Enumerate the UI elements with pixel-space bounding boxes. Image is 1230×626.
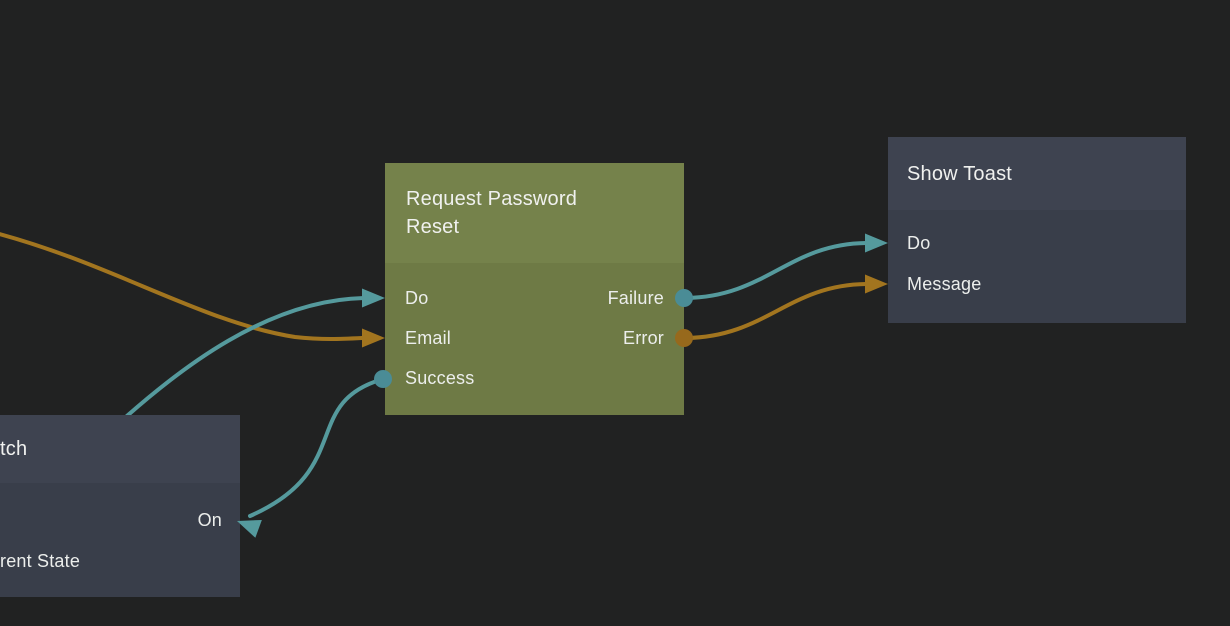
node-request-password-reset[interactable]: Request Password Reset Do Failure Email … — [385, 163, 684, 415]
port-row: Do Failure — [385, 278, 684, 318]
port-current-state[interactable]: rent State — [0, 551, 81, 571]
node-header[interactable]: Request Password Reset — [385, 163, 684, 263]
port-row: Email Error — [385, 318, 684, 358]
node-header[interactable]: tch — [0, 415, 240, 483]
port-on-input[interactable]: On — [197, 510, 222, 530]
port-row: Success — [385, 358, 684, 398]
node-body[interactable]: Do Failure Email Error Success — [385, 263, 684, 415]
node-title: Show Toast — [907, 162, 1013, 185]
node-header[interactable]: Show Toast — [888, 137, 1186, 210]
node-show-toast[interactable]: Show Toast Do Message — [888, 137, 1186, 323]
port-success-output[interactable]: Success — [405, 367, 475, 388]
port-do-input[interactable]: Do — [405, 287, 429, 308]
port-row: Do — [888, 223, 1186, 264]
port-row: On — [0, 500, 240, 541]
port-email-input[interactable]: Email — [405, 327, 452, 348]
port-do-input[interactable]: Do — [907, 233, 931, 253]
port-message-input[interactable]: Message — [907, 274, 982, 294]
node-title: tch — [0, 438, 28, 460]
node-body[interactable]: Do Message — [888, 210, 1186, 323]
port-error-output[interactable]: Error — [623, 327, 664, 348]
port-row: Message — [888, 264, 1186, 305]
port-row: rent State — [0, 541, 240, 582]
node-body[interactable]: On rent State — [0, 483, 240, 597]
port-failure-output[interactable]: Failure — [607, 287, 664, 308]
node-title: Request Password Reset — [406, 188, 578, 238]
node-switch-partial[interactable]: tch On rent State — [0, 415, 240, 597]
